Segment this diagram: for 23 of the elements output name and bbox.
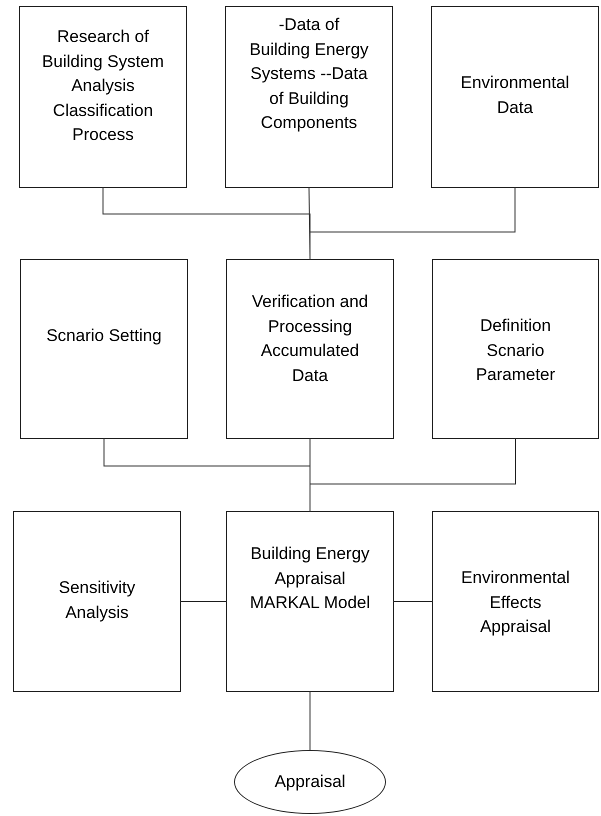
process-box xyxy=(432,511,599,692)
node-label: Environmental Effects Appraisal xyxy=(460,567,571,638)
connector-line xyxy=(310,188,516,260)
connector-line xyxy=(394,601,432,602)
process-box xyxy=(226,259,394,439)
node-label: -Data of Building Energy Systems --Data of Building Components xyxy=(248,14,370,134)
process-box xyxy=(19,6,187,188)
process-box xyxy=(20,259,188,439)
connector-line xyxy=(310,438,516,512)
node-label: Scnario Setting xyxy=(46,325,162,347)
node-label: Research of Building System Analysis Classification Process xyxy=(42,26,164,146)
node-label: Definition Scnario Parameter xyxy=(474,315,556,386)
process-box xyxy=(13,511,181,692)
connector-line xyxy=(180,601,226,602)
node-label: Environmental Data xyxy=(460,72,570,118)
node-label: Verification and Processing Accumulated Data xyxy=(250,291,370,386)
node-label: Building Energy Appraisal MARKAL Model xyxy=(249,543,371,614)
node-label: Appraisal xyxy=(274,770,346,793)
process-box xyxy=(226,511,394,692)
process-box xyxy=(431,6,599,188)
node-label: Sensitivity Analysis xyxy=(58,577,136,624)
process-box xyxy=(432,259,599,439)
process-box xyxy=(225,6,393,188)
